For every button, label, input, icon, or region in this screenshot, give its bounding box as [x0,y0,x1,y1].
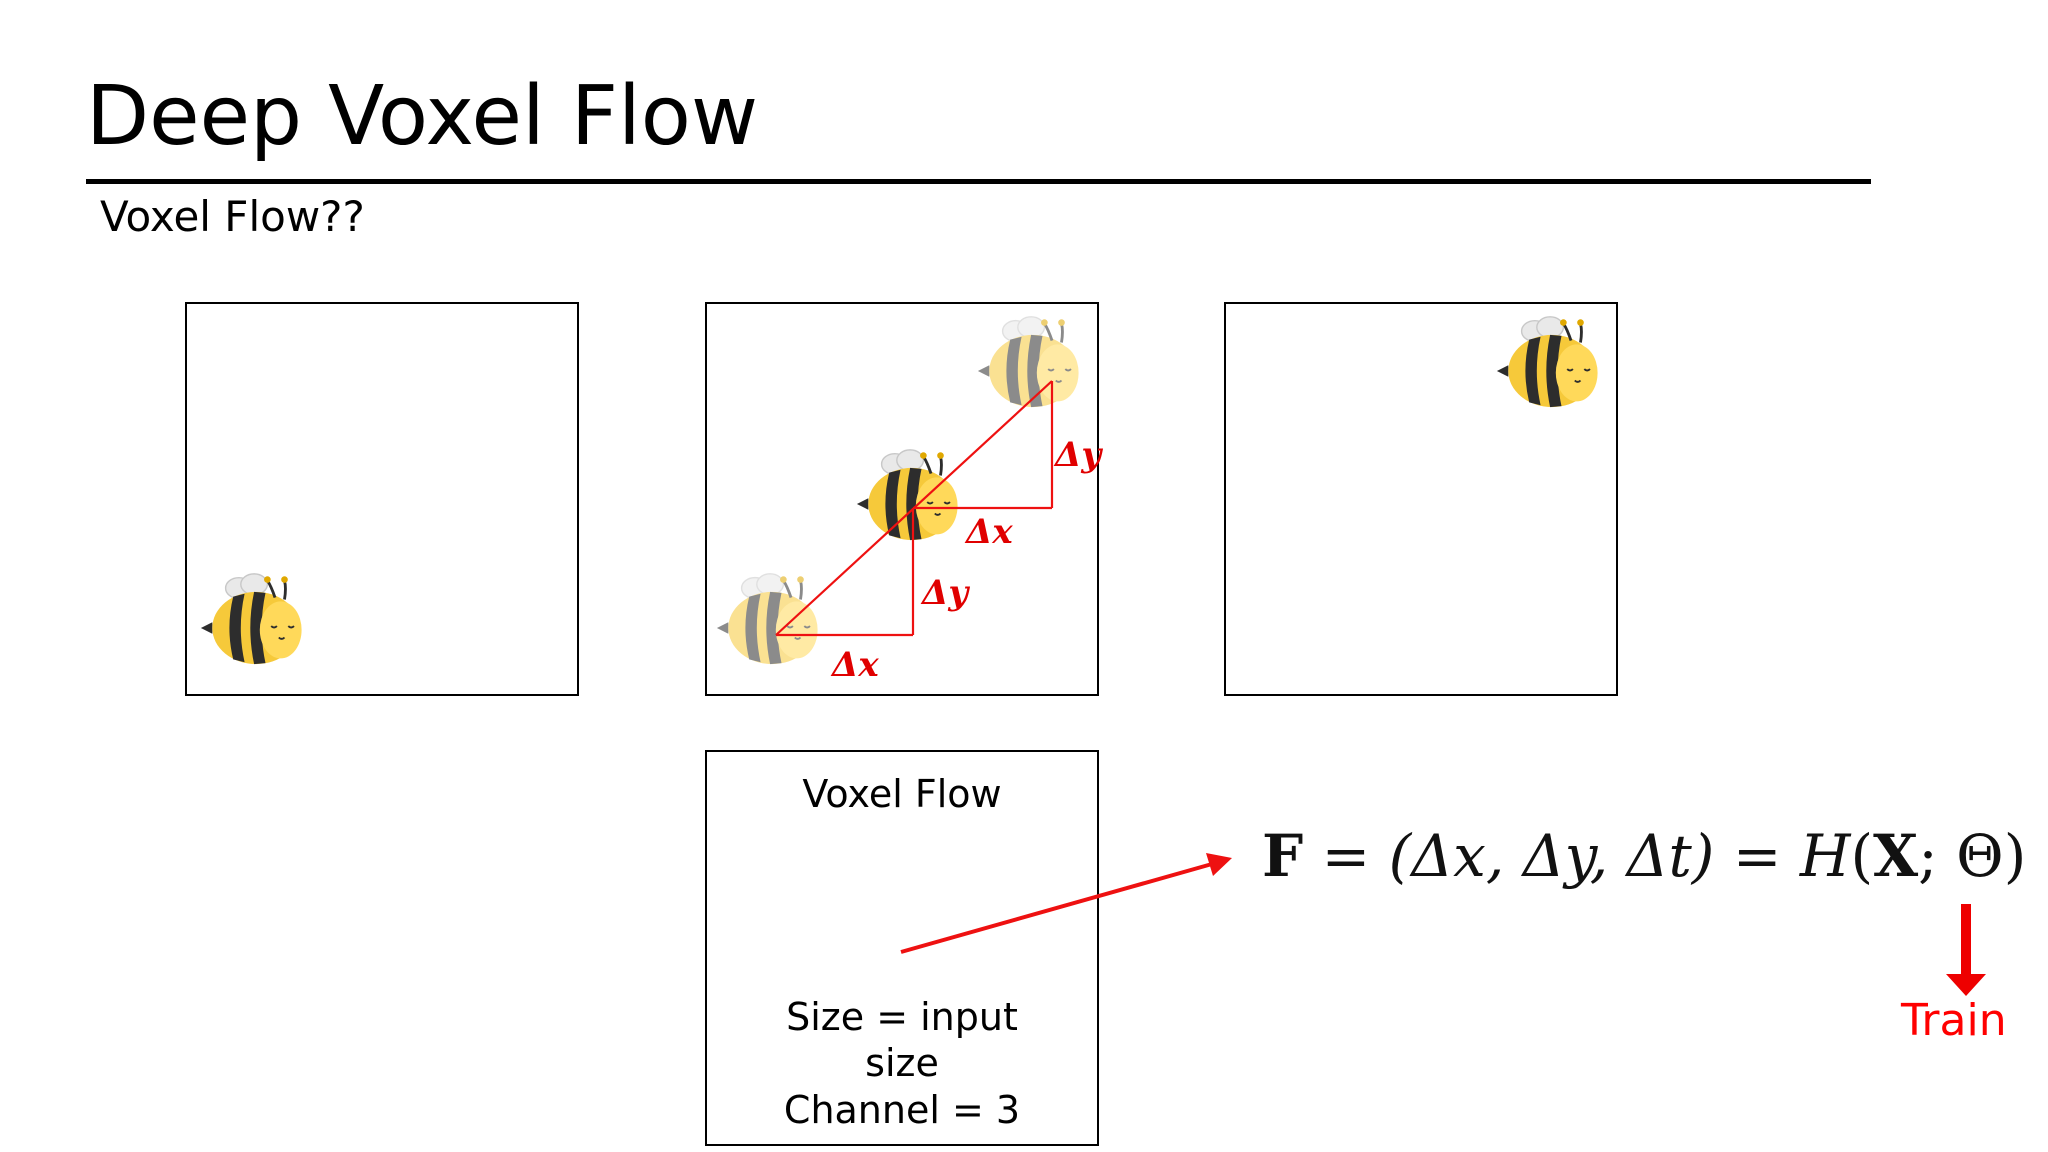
train-arrow-shaft [1961,904,1971,978]
train-arrow-down-icon [1946,974,1986,996]
train-label: Train [1901,995,2007,1046]
slide-subtitle: Voxel Flow?? [100,192,365,241]
formula-close-paren: ) [2003,822,2027,890]
voxel-flow-note: Size = input size Channel = 3 [707,994,1097,1133]
formula-tuple: (Δx, Δy, Δt) [1388,822,1715,890]
formula-eq2: = [1732,822,1782,890]
formula-params: Θ [1956,822,2004,890]
formula-open-paren: ( [1850,822,1874,890]
bee-icon-interpolated [855,448,960,542]
formula-input: X [1873,822,1919,890]
voxel-flow-note-line1: Size = input [786,995,1018,1039]
voxel-flow-note-line3: Channel = 3 [783,1087,1021,1132]
voxel-flow-formula: F = (Δx, Δy, Δt) = H(X; Θ) [1262,822,2026,890]
formula-network: H [1799,822,1851,890]
title-divider [86,179,1871,184]
upper-delta-x-label: Δx [964,512,1013,552]
formula-lhs: F [1262,822,1304,890]
formula-separator: ; [1918,822,1938,890]
lower-delta-y-label: Δy [920,573,970,613]
voxel-flow-note-line2: size [865,1041,939,1086]
upper-delta-y-label: Δy [1053,435,1103,475]
formula-eq1: = [1321,822,1371,890]
motion-triangles [775,380,1054,637]
bee-icon-frame1 [199,572,304,666]
bee-icon-start-ghost [715,572,820,666]
bee-icon-frame3 [1495,315,1600,409]
bee-icon-end-ghost [976,315,1081,409]
lower-delta-x-label: Δx [830,645,879,685]
voxel-flow-box: Voxel Flow Size = input size Channel = 3 [705,750,1099,1146]
flow-arrowhead-icon [1206,853,1232,876]
voxel-flow-title: Voxel Flow [802,772,1002,816]
slide-title: Deep Voxel Flow [86,69,759,164]
flow-to-formula-arrow [900,862,1213,954]
